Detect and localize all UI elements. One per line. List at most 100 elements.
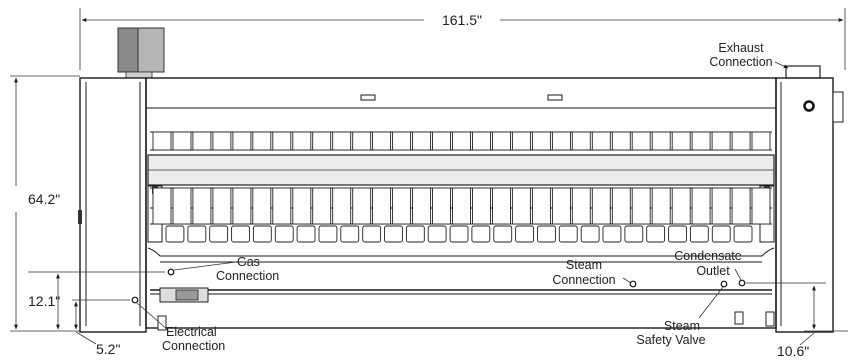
condensate-label-line1: Condensate [674, 249, 741, 263]
lower-roller-segment [432, 187, 451, 225]
pad-block [668, 225, 687, 243]
upper-roller-segment [212, 131, 232, 151]
pad-block [165, 225, 185, 243]
electrical-callout: Electrical Connection [131, 296, 225, 353]
lower-roller-row [152, 187, 771, 225]
lower-roller-segment [492, 187, 511, 225]
condensate-callout: Condensate Outlet [674, 249, 746, 287]
pad-block [580, 225, 600, 243]
steam-label-line2: Connection [552, 273, 615, 287]
upper-roller-segment [352, 131, 372, 151]
lower-roller-segment [671, 187, 691, 225]
upper-roller-segment [192, 131, 212, 151]
lower-roller-segment [272, 187, 292, 225]
upper-roller-segment [751, 131, 771, 151]
upper-roller-segment [372, 131, 392, 151]
gas-height-label: 12.1" [28, 293, 60, 309]
upper-roller-segment [731, 131, 751, 151]
steam-label-line1: Steam [566, 258, 602, 272]
pad-block [515, 225, 534, 243]
upper-roller-segment [252, 131, 272, 151]
lower-roller-segment [751, 187, 771, 225]
lower-roller-segment [691, 187, 711, 225]
upper-roller-row [152, 131, 771, 151]
pad-block [646, 225, 666, 243]
condensate-label-line2: Outlet [696, 264, 730, 278]
top-hopper [117, 27, 165, 79]
upper-roller-segment [591, 131, 611, 151]
upper-roller-segment [292, 131, 312, 151]
gas-callout: Gas Connection [167, 255, 279, 283]
pad-block [624, 225, 644, 243]
pad-block [362, 225, 382, 243]
upper-roller-segment [412, 131, 432, 151]
upper-roller-segment [392, 131, 412, 151]
width-label: 161.5" [442, 12, 482, 28]
lower-roller-segment [591, 187, 611, 225]
gas-height-dimension: 12.1" [28, 271, 165, 330]
pad-block [689, 225, 709, 243]
lower-roller-segment [212, 187, 232, 225]
pad-block [558, 225, 578, 243]
lower-roller-segment [332, 187, 352, 225]
pad-block [449, 225, 469, 243]
right-cabinet [775, 65, 844, 333]
pad-block [296, 225, 316, 243]
pad-block [340, 225, 360, 243]
height-dimension: 64.2" [10, 75, 80, 332]
lower-roller-segment [511, 187, 531, 225]
lower-roller-segment [731, 187, 751, 225]
exhaust-label-line1: Exhaust [718, 41, 764, 55]
lower-roller-segment [412, 187, 432, 225]
upper-roller-segment [332, 131, 352, 151]
gas-label-line2: Connection [216, 269, 279, 283]
upper-roller-segment [432, 131, 451, 151]
lower-roller-segment [611, 187, 631, 225]
gas-label-line1: Gas [237, 255, 260, 269]
lower-pad-row [165, 225, 753, 243]
pad-block [231, 225, 250, 243]
lower-roller-segment [711, 187, 731, 225]
height-label: 64.2" [28, 191, 60, 207]
exhaust-label-line2: Connection [709, 55, 772, 69]
upper-roller-segment [691, 131, 711, 151]
lower-roller-segment [252, 187, 272, 225]
upper-roller-segment [571, 131, 591, 151]
exhaust-callout: Exhaust Connection [709, 41, 789, 69]
width-dimension: 161.5" [79, 8, 846, 70]
pad-block [274, 225, 294, 243]
electrical-height-label: 5.2" [96, 341, 120, 357]
pad-block [471, 225, 491, 243]
lower-roller-segment [531, 187, 551, 225]
upper-roller-segment [172, 131, 192, 151]
lower-roller-segment [571, 187, 591, 225]
upper-roller-segment [492, 131, 511, 151]
upper-roller-segment [551, 131, 571, 151]
pad-block [209, 225, 229, 243]
upper-roller-segment [152, 131, 172, 151]
steam-connection-callout: Steam Connection [552, 258, 637, 288]
lower-roller-segment [372, 187, 392, 225]
upper-roller-segment [472, 131, 491, 151]
upper-roller-segment [531, 131, 551, 151]
safety-valve-callout: Steam Safety Valve [636, 280, 728, 347]
upper-roller-segment [611, 131, 631, 151]
pad-block [318, 225, 338, 243]
pad-block [427, 225, 447, 243]
safety-valve-label-line2: Safety Valve [636, 333, 705, 347]
lower-roller-segment [172, 187, 192, 225]
lower-roller-segment [312, 187, 332, 225]
lower-roller-segment [631, 187, 651, 225]
lower-roller-segment [392, 187, 412, 225]
safety-valve-label-line1: Steam [664, 319, 700, 333]
upper-roller-segment [631, 131, 651, 151]
lower-roller-segment [651, 187, 671, 225]
pad-block [252, 225, 272, 243]
pad-block [711, 225, 731, 243]
pad-block [384, 225, 403, 243]
lower-roller-segment [352, 187, 372, 225]
lower-roller-segment [292, 187, 312, 225]
pad-block [493, 225, 513, 243]
lower-roller-segment [452, 187, 471, 225]
